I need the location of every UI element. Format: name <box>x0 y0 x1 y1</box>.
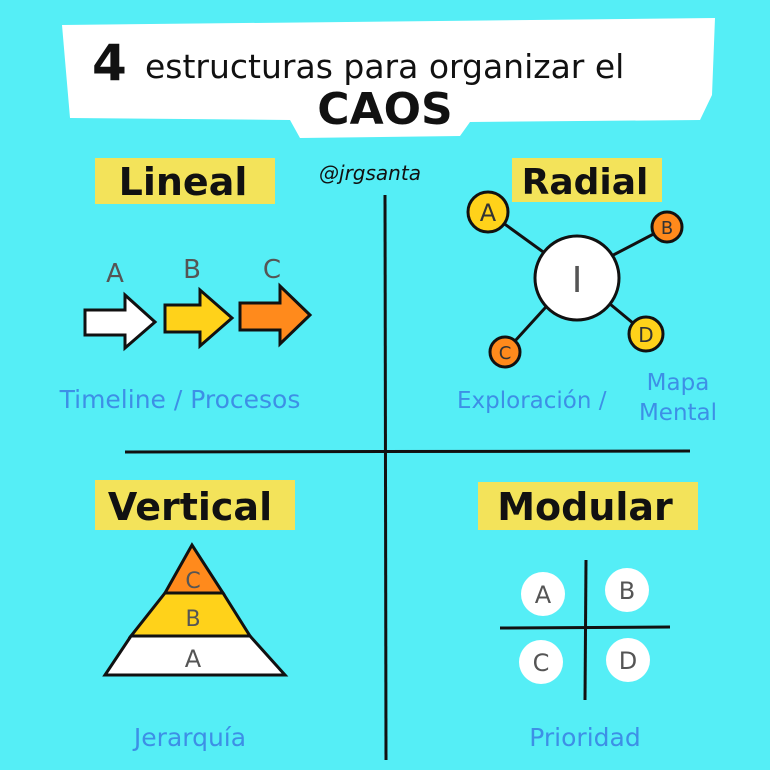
title-line1: estructuras para organizar el <box>145 47 624 86</box>
radial-node-c-label: C <box>499 343 512 364</box>
modular-caption: Prioridad <box>529 723 640 752</box>
step-label-a: A <box>106 259 124 289</box>
step-label-c: C <box>263 255 281 285</box>
lineal-highlight <box>95 158 275 204</box>
horizontal-divider <box>124 449 691 454</box>
arrow-b <box>163 286 235 350</box>
radial-center-label: I <box>572 260 583 301</box>
modular-cell-a <box>521 572 565 616</box>
radial-node-d-label: D <box>638 323 653 347</box>
modular-cell-b-label: B <box>619 577 635 605</box>
radial-heading: Radial <box>522 162 649 203</box>
radial-node-a-label: A <box>480 199 497 227</box>
radial-node-c <box>488 335 522 369</box>
radial-highlight <box>512 158 662 202</box>
modular-cell-d <box>606 638 650 682</box>
pyramid-label-c: C <box>185 569 200 594</box>
modular-cell-c <box>519 640 563 684</box>
modular-cell-b <box>605 568 649 612</box>
modular-cell-a-label: A <box>535 581 552 609</box>
title-number: 4 <box>92 34 127 92</box>
radial-node-a <box>466 190 510 234</box>
author-signature: @jrgsanta <box>319 161 421 185</box>
modular-grid-horizontal <box>499 625 671 630</box>
vertical-highlight <box>95 480 295 530</box>
modular-cell-d-label: D <box>619 647 637 675</box>
pyramid-level-bottom <box>102 634 289 677</box>
lineal-caption: Timeline / Procesos <box>59 385 301 414</box>
lineal-heading: Lineal <box>119 160 248 204</box>
radial-center-node <box>533 234 621 322</box>
radial-caption-right-2: Mental <box>639 400 717 426</box>
radial-caption-left: Exploración / <box>457 388 607 414</box>
radial-node-b-label: B <box>661 218 673 239</box>
arrow-a <box>83 291 158 352</box>
vertical-divider <box>383 194 388 761</box>
title-line2: CAOS <box>317 84 452 135</box>
vertical-heading: Vertical <box>108 485 272 529</box>
modular-heading: Modular <box>497 485 673 529</box>
pyramid-label-a: A <box>185 645 202 673</box>
modular-grid-vertical <box>583 559 588 701</box>
radial-caption-right-1: Mapa <box>647 370 710 396</box>
step-label-b: B <box>183 255 201 285</box>
arrow-c <box>238 282 313 348</box>
radial-node-d <box>627 315 665 353</box>
pyramid-label-b: B <box>185 607 200 632</box>
modular-cell-c-label: C <box>533 649 550 677</box>
radial-node-b <box>650 210 684 244</box>
title-banner <box>62 18 715 138</box>
vertical-caption: Jerarquía <box>132 723 246 752</box>
modular-highlight <box>478 482 698 530</box>
